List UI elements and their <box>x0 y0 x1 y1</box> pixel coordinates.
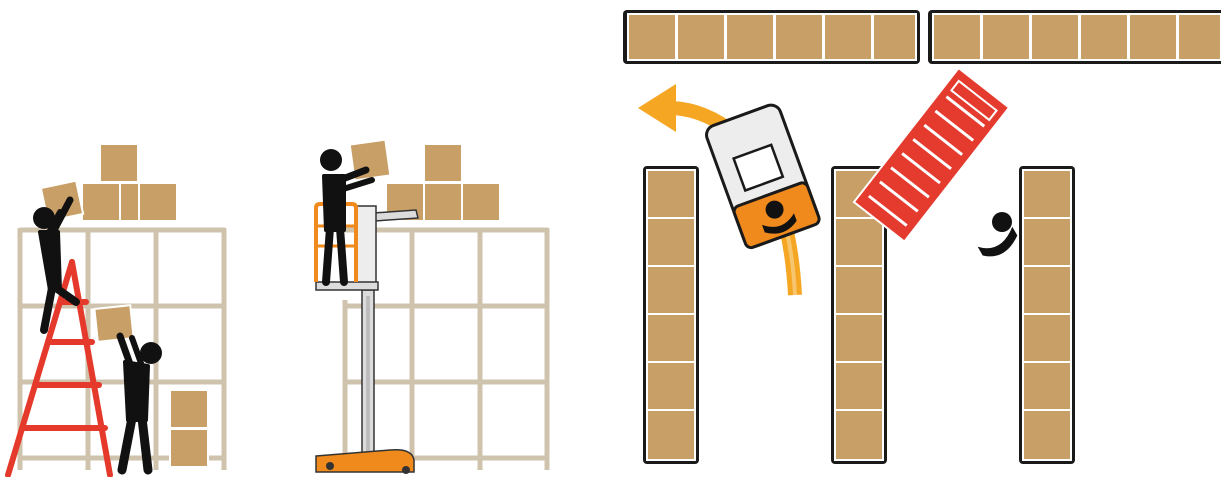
rack-top-left <box>623 10 920 64</box>
rack-top-right <box>928 10 1221 64</box>
pallet-truck-icon <box>852 66 1011 243</box>
person-icon <box>977 212 1018 257</box>
stacked-boxes <box>385 143 501 222</box>
held-box <box>93 304 135 343</box>
person-icon <box>116 332 162 475</box>
ladder-icon <box>5 259 113 477</box>
rack-aisle-3 <box>1019 166 1075 464</box>
shelving-unit <box>342 227 550 470</box>
rack-aisle-2 <box>831 166 887 464</box>
person-icon <box>33 196 80 334</box>
panel-ladder-picking <box>5 143 227 477</box>
panel-aisle-navigation <box>623 10 1221 464</box>
rack-aisle-1 <box>643 166 699 464</box>
mobile-lift-icon <box>314 202 419 474</box>
order-picker-icon <box>705 103 821 250</box>
panel-mobile-lift-picking <box>314 138 550 474</box>
stacked-boxes <box>81 143 209 468</box>
person-icon <box>320 149 375 286</box>
